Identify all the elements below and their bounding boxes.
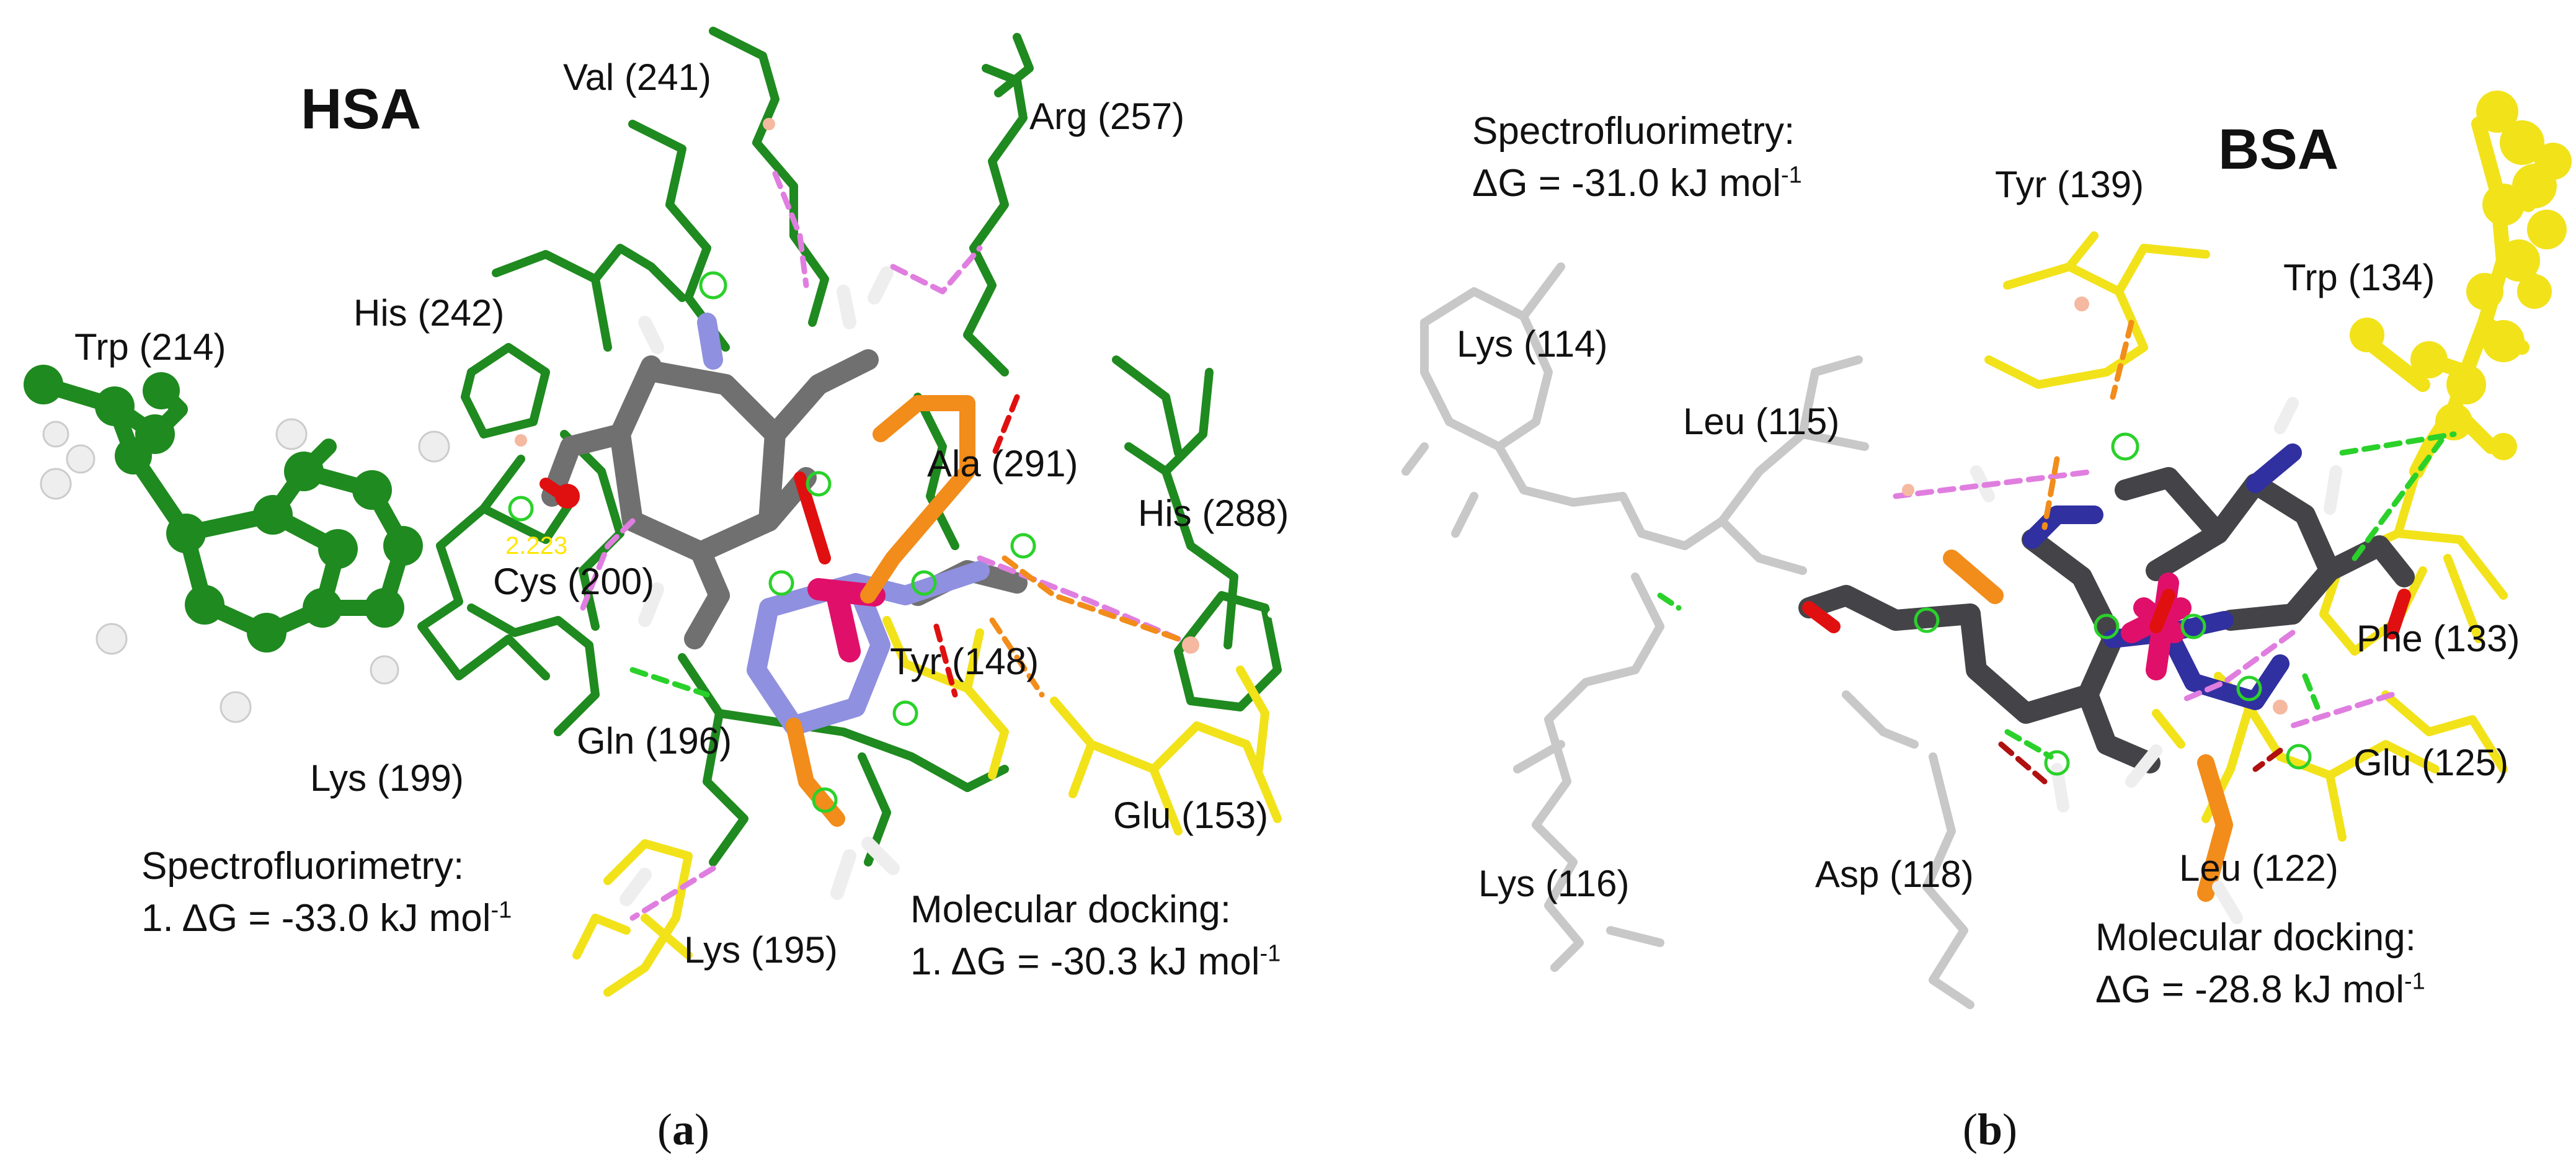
label-asp118: Asp (118) [1815, 853, 1974, 895]
hsa-spectrofluorimetry: Spectrofluorimetry: 1. ΔG = -33.0 kJ mol… [141, 840, 512, 944]
label-lys114: Lys (114) [1457, 323, 1608, 365]
hsa-oxygen-atoms [555, 484, 580, 509]
caption-b-letter: b [1977, 1105, 2003, 1154]
bsa-hbond-markers [1914, 432, 2312, 776]
caption-a: (a) [657, 1107, 709, 1152]
hsa-residue-hydrogens [709, 9, 1287, 996]
hsa-spectro-value: 1. ΔG = -33.0 kJ mol [141, 896, 491, 940]
hsa-docking-structure [24, 9, 1287, 997]
caption-b-open: ( [1963, 1105, 1978, 1154]
hsa-spectro-line: 1. ΔG = -33.0 kJ mol-1 [141, 893, 512, 945]
bsa-interactions [1657, 319, 2457, 785]
hsa-residue-sticks [417, 27, 1282, 866]
label-leu122: Leu (122) [2179, 847, 2338, 889]
label-his288: His (288) [1138, 492, 1289, 534]
hsa-spectro-title: Spectrofluorimetry: [141, 845, 464, 888]
bsa-docking-line: ΔG = -28.8 kJ mol-1 [2095, 964, 2425, 1016]
hsa-spectro-sup: -1 [491, 897, 512, 924]
label-phe133: Phe (133) [2356, 618, 2520, 659]
panel-hsa: HSA Val (241) Arg (257) His (242) Trp (2… [0, 0, 1289, 1092]
bsa-oxygen-bonds [1802, 589, 2411, 639]
trp214-hydrogens [40, 418, 450, 723]
trp214-atoms [24, 365, 423, 653]
hsa-yellow-residues [572, 616, 1282, 997]
label-lys195: Lys (195) [684, 929, 838, 971]
caption-a-open: ( [657, 1105, 672, 1154]
hsa-title: HSA [301, 78, 422, 141]
label-glu153: Glu (153) [1113, 795, 1269, 836]
bsa-docking-sup: -1 [2404, 968, 2425, 995]
hsa-sulfur-bonds [786, 395, 975, 827]
bsa-spectro-line: ΔG = -31.0 kJ mol-1 [1472, 158, 1802, 210]
hsa-docking-line: 1. ΔG = -30.3 kJ mol-1 [910, 936, 1281, 988]
label-his242: His (242) [353, 292, 505, 334]
bsa-ligand-carbon [1798, 467, 2415, 773]
bsa-title: BSA [2218, 118, 2339, 181]
bsa-spectro-value: ΔG = -31.0 kJ mol [1472, 161, 1781, 205]
caption-a-letter: a [672, 1105, 695, 1154]
bsa-docking-structure [1401, 91, 2572, 1009]
hsa-interactions [580, 171, 1181, 921]
label-tyr139: Tyr (139) [1995, 164, 2144, 205]
bsa-grey-residues [1401, 262, 1974, 1009]
label-trp214: Trp (214) [74, 326, 226, 368]
bsa-spectro-title: Spectrofluorimetry: [1472, 110, 1795, 153]
label-arg257: Arg (257) [1029, 96, 1185, 137]
label-leu115: Leu (115) [1683, 401, 1840, 442]
bsa-sulfur-bonds [1943, 550, 2233, 902]
trp134-atoms [2350, 91, 2572, 460]
label-cys200: Cys (200) [493, 561, 655, 602]
label-gln196: Gln (196) [577, 720, 732, 762]
bsa-spectrofluorimetry: Spectrofluorimetry: ΔG = -31.0 kJ mol-1 [1472, 105, 1802, 209]
caption-a-close: ) [694, 1105, 709, 1154]
trp214-ball-stick [35, 376, 411, 641]
caption-b-close: ) [2002, 1105, 2018, 1154]
label-lys199: Lys (199) [310, 757, 464, 799]
label-glu125: Glu (125) [2353, 742, 2509, 783]
bsa-spectro-sup: -1 [1780, 162, 1802, 189]
hsa-docking-value: 1. ΔG = -30.3 kJ mol [910, 940, 1260, 983]
bsa-yellow-residues [1984, 231, 2508, 842]
panel-bsa: Spectrofluorimetry: ΔG = -31.0 kJ mol-1 … [1288, 0, 2576, 1092]
bsa-docking-title: Molecular docking: [2095, 916, 2416, 959]
caption-b: (b) [1963, 1107, 2017, 1152]
hsa-ligand-hydrogens [620, 266, 900, 906]
hsa-docking-sup: -1 [1259, 940, 1281, 967]
hsa-interaction-centroids [515, 118, 1199, 654]
label-ala291: Ala (291) [927, 443, 1078, 484]
hsa-hbond-markers [508, 271, 1036, 813]
label-trp134: Trp (134) [2283, 257, 2435, 298]
bsa-docking-value: ΔG = -28.8 kJ mol [2095, 968, 2404, 1011]
label-lys116: Lys (116) [1478, 863, 1630, 904]
label-tyr148: Tyr (148) [890, 641, 1039, 682]
distance-label: 2.223 [505, 532, 568, 559]
hsa-molecular-docking: Molecular docking: 1. ΔG = -30.3 kJ mol-… [910, 884, 1281, 987]
label-val241: Val (241) [563, 56, 712, 98]
hsa-docking-title: Molecular docking: [910, 888, 1231, 931]
bsa-interaction-centroids [1902, 296, 2288, 715]
bsa-molecular-docking: Molecular docking: ΔG = -28.8 kJ mol-1 [2095, 912, 2425, 1015]
